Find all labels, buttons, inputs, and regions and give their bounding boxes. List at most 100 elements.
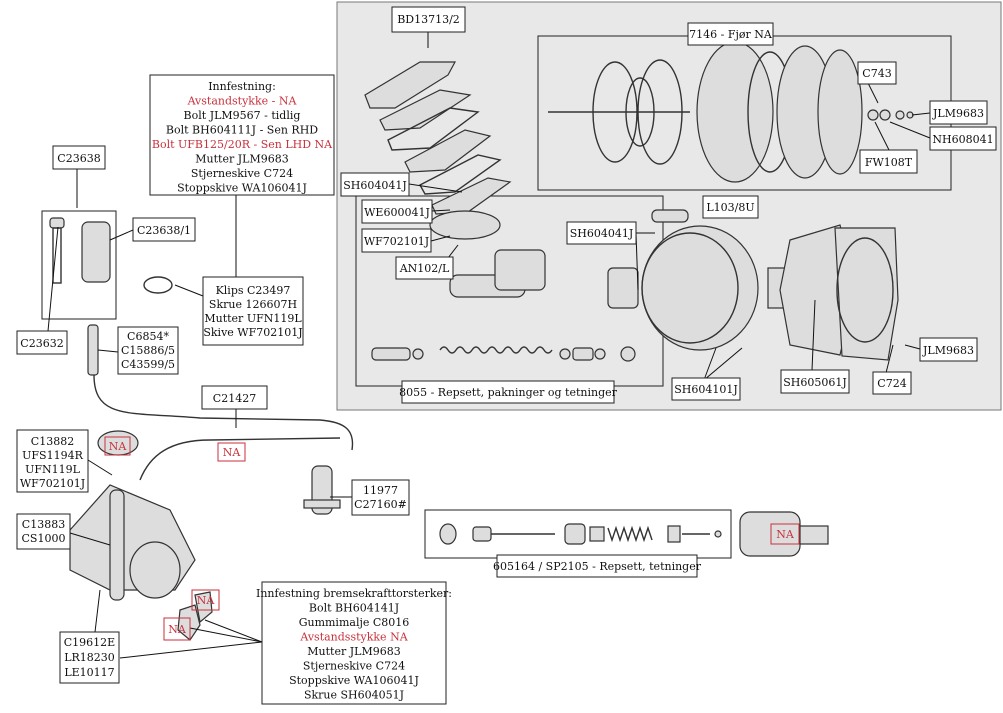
na-marker-5-text: NA (776, 528, 795, 541)
c19612-line-3: LE10117 (64, 666, 114, 679)
na-marker-3-text: NA (197, 594, 216, 607)
kit-605164-parts (439, 511, 829, 557)
label-kit-605164-text: 605164 / SP2105 - Repsett, tetninger (493, 560, 702, 573)
leader-lines (47, 32, 931, 659)
label-we600041j-text: WE600041J (364, 206, 430, 219)
c13882-line-2: UFS1194R (22, 449, 83, 462)
klips-line-2: Skrue 126607H (209, 298, 297, 311)
infestBottom-line-6: Stjerneskive C724 (303, 660, 405, 673)
infestBottom-line-3: Gummimalje C8016 (299, 616, 410, 629)
na-marker-2: NA (217, 442, 246, 462)
label-c743-text: C743 (862, 67, 891, 80)
label-c743: C743 (857, 61, 897, 85)
c19612-line-2: LR18230 (64, 651, 115, 664)
infestTop-line-6: Mutter JLM9683 (195, 153, 288, 166)
klips-line-4: Skive WF702101J (203, 326, 302, 339)
na-marker-2-text: NA (223, 446, 242, 459)
infestBottom-line-5: Mutter JLM9683 (307, 645, 400, 658)
label-pipe: C6854* C15886/5 C43599/5 (117, 326, 179, 375)
diaphragm-stack (364, 61, 546, 298)
cyl-line-1: 11977 (363, 484, 398, 497)
label-c23638-text: C23638 (57, 152, 100, 165)
spring-assembly (548, 41, 914, 183)
label-sh605061j: SH605061J (780, 369, 850, 394)
label-sh604101j: SH604101J (671, 377, 741, 401)
pipe-line-2: C15886/5 (121, 344, 175, 357)
label-c21427: C21427 (201, 385, 268, 410)
label-we600041j: WE600041J (361, 199, 433, 224)
infestBottom-line-2: Bolt BH604141J (309, 602, 399, 615)
label-jlm9683-right: JLM9683 (919, 337, 978, 362)
label-c13883: C13883 CS1000 (16, 513, 71, 550)
na-marker-5: NA (770, 523, 800, 545)
label-sh604041j-b: SH604041J (566, 221, 637, 245)
repair-kit-parts (371, 346, 636, 362)
infestTop-line-5: Bolt UFB125/20R - Sen LHD NA (152, 138, 333, 151)
na-marker-4-text: NA (168, 623, 187, 636)
label-nh608041-text: NH608041 (932, 133, 993, 146)
label-fjor-group: 7146 - Fjør NA (687, 22, 774, 46)
pipe-line-3: C43599/5 (121, 358, 175, 371)
label-kit-605164: 605164 / SP2105 - Repsett, tetninger (493, 554, 702, 578)
infestTop-line-2: Avstandstykke - NA (187, 95, 298, 108)
reservoir-assembly (41, 210, 117, 376)
label-sh604041j-b-text: SH604041J (570, 227, 634, 240)
servo-body (607, 209, 899, 361)
pipe-line-1: C6854* (127, 330, 169, 343)
label-c23632-text: C23632 (20, 337, 63, 350)
infestBottom-line-4: Avstandsstykke NA (299, 631, 408, 644)
label-c23638: C23638 (52, 145, 106, 170)
infestBottom-line-8: Skrue SH604051J (304, 689, 404, 702)
label-bd13713-text: BD13713/2 (397, 13, 460, 26)
klips-line-3: Mutter UFN119L (204, 312, 302, 325)
label-c13882: C13882 UFS1194R UFN119L WF702101J (16, 429, 89, 493)
label-l103-text: L103/8U (706, 201, 754, 214)
label-wf702101j: WF702101J (361, 228, 432, 253)
klips-line-1: Klips C23497 (216, 284, 291, 297)
infestTop-line-4: Bolt BH604111J - Sen RHD (166, 124, 318, 137)
label-c724-right: C724 (872, 371, 912, 395)
label-c23638-1: C23638/1 (132, 217, 196, 242)
infestBottom-line-7: Stoppskive WA106041J (289, 674, 419, 687)
slave-cylinder (303, 465, 341, 515)
label-sh604041j-a-text: SH604041J (343, 179, 407, 192)
label-bd13713: BD13713/2 (391, 6, 466, 33)
label-c19612: C19612E LR18230 LE10117 (59, 631, 120, 684)
brake-pipe-2 (139, 437, 341, 481)
na-marker-3: NA (191, 589, 220, 611)
na-marker-1-text: NA (109, 440, 128, 453)
mounting-info-bottom: Innfestning bremsekrafttorsterker: Bolt B… (256, 581, 452, 705)
label-sh605061j-text: SH605061J (783, 376, 847, 389)
label-fjor-group-text: 7146 - Fjør NA (689, 28, 773, 41)
label-cylinder: 11977 C27160# (351, 479, 410, 516)
label-c21427-text: C21427 (213, 392, 256, 405)
infestTop-line-3: Bolt JLM9567 - tidlig (184, 109, 301, 122)
label-jlm9683-top: JLM9683 (929, 100, 988, 125)
label-nh608041: NH608041 (929, 126, 997, 151)
label-wf702101j-text: WF702101J (364, 235, 429, 248)
label-fw108t-text: FW108T (865, 156, 913, 169)
c13882-line-1: C13882 (31, 435, 74, 448)
label-fw108t: FW108T (859, 149, 918, 174)
na-marker-4: NA (163, 617, 191, 641)
label-klips: Klips C23497 Skrue 126607H Mutter UFN119… (202, 276, 304, 346)
infestTop-line-7: Stjerneskive C724 (191, 167, 293, 180)
c19612-line-1: C19612E (64, 636, 115, 649)
label-jlm9683-right-text: JLM9683 (922, 344, 974, 357)
infestBottom-line-1: Innfestning bremsekrafttorsterker: (256, 587, 452, 600)
infestTop-line-8: Stoppskive WA106041J (177, 182, 307, 195)
brake-pipe (93, 374, 354, 451)
label-c23632: C23632 (16, 330, 68, 355)
cyl-line-2: C27160# (354, 498, 407, 511)
label-c23638-1-text: C23638/1 (137, 224, 191, 237)
label-sh604041j-a: SH604041J (340, 172, 410, 197)
label-repair-kit-8055-text: 8055 - Repsett, pakninger og tetninger (399, 386, 618, 399)
label-an102l: AN102/L (395, 256, 454, 280)
c13883-line-2: CS1000 (22, 532, 66, 545)
label-c724-right-text: C724 (877, 377, 906, 390)
label-repair-kit-8055: 8055 - Repsett, pakninger og tetninger (399, 380, 618, 404)
label-l103: L103/8U (702, 195, 759, 219)
label-jlm9683-top-text: JLM9683 (932, 107, 984, 120)
